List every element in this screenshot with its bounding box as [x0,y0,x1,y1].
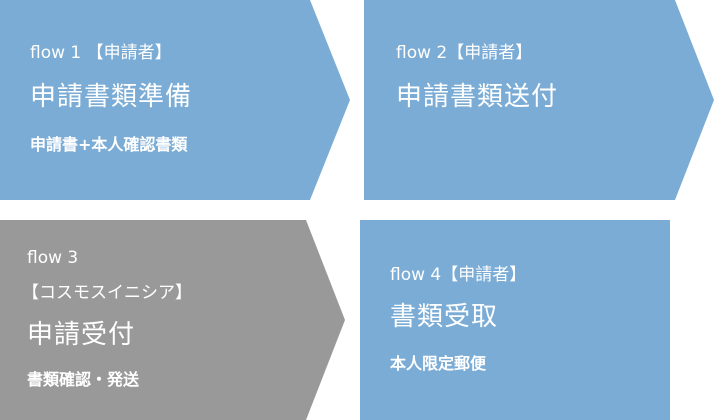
flow-label: flow 4【申請者】 [390,265,527,285]
flow-step-1: flow 1 【申請者】 申請書類準備 申請書+本人確認書類 [0,0,352,200]
step-subtitle: 本人限定郵便 [390,354,487,373]
flow-step-2: flow 2【申請者】 申請書類送付 [364,0,720,200]
actor-label: 【コスモスイニシア】 [22,283,192,303]
flow-step-4: flow 4【申請者】 書類受取 本人限定郵便 [360,220,670,420]
flow-step-3: flow 3 【コスモスイニシア】 申請受付 書類確認・発送 [0,220,350,420]
arrow-shape [0,220,345,420]
step-title: 申請書類準備 [30,82,193,112]
step-subtitle: 書類確認・発送 [27,370,140,389]
step-subtitle: 申請書+本人確認書類 [30,135,188,154]
flow-label: flow 3 [27,248,79,268]
arrow-shape [364,0,714,200]
step-title: 書類受取 [390,302,499,332]
flow-label: flow 1 【申請者】 [30,43,172,63]
flow-label: flow 2【申請者】 [396,43,533,63]
step-title: 申請受付 [27,320,136,350]
arrow-shape [0,0,350,200]
step-title: 申請書類送付 [396,82,559,112]
